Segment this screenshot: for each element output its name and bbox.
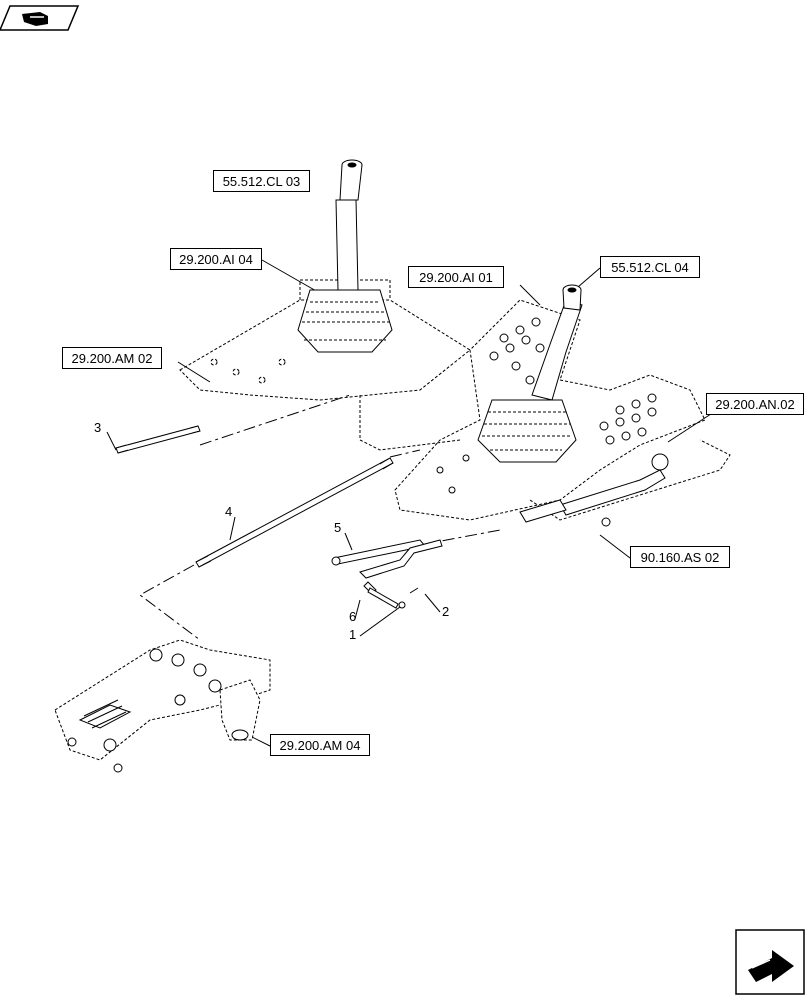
ref-29-200-ai-01[interactable]: 29.200.AI 01 <box>408 266 504 288</box>
ref-29-200-an-02[interactable]: 29.200.AN.02 <box>706 393 804 415</box>
callout-3[interactable]: 3 <box>94 420 102 435</box>
ref-55-512-cl-04[interactable]: 55.512.CL 04 <box>600 256 700 278</box>
right-floor-plate <box>359 299 731 521</box>
phantom-lines <box>139 394 501 641</box>
left-joystick <box>297 159 393 353</box>
callout-4[interactable]: 4 <box>225 504 233 519</box>
right-linkage <box>519 453 669 527</box>
ref-29-200-ai-04[interactable]: 29.200.AI 04 <box>170 248 262 270</box>
rod-3 <box>115 425 201 454</box>
rod-4 <box>195 457 394 568</box>
control-valve-assembly <box>54 639 271 773</box>
ref-29-200-am-04[interactable]: 29.200.AM 04 <box>270 734 370 756</box>
rod-5-assembly <box>331 539 443 609</box>
callout-5[interactable]: 5 <box>334 520 342 535</box>
right-joystick <box>477 284 583 463</box>
next-page-arrow-icon[interactable] <box>735 929 805 995</box>
ref-90-160-as-02[interactable]: 90.160.AS 02 <box>630 546 730 568</box>
callout-2[interactable]: 2 <box>442 604 450 619</box>
book-hand-icon[interactable] <box>0 5 80 31</box>
callout-1[interactable]: 1 <box>349 627 357 642</box>
ref-29-200-am-02[interactable]: 29.200.AM 02 <box>62 347 162 369</box>
floor-plate-holes <box>436 317 657 494</box>
callout-6[interactable]: 6 <box>349 609 357 624</box>
leader-lines <box>106 192 715 747</box>
ref-55-512-cl-03[interactable]: 55.512.CL 03 <box>213 170 310 192</box>
